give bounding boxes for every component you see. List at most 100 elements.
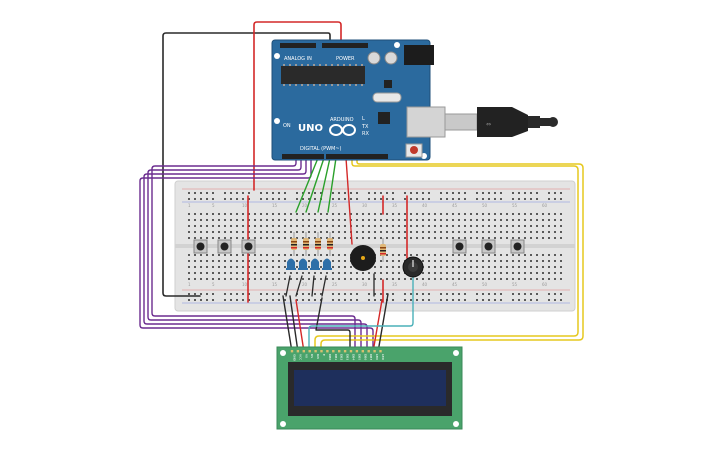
breadboard-column-number: 1 (188, 282, 191, 287)
lcd-pin-label: LED (381, 354, 385, 361)
led-3 (310, 258, 320, 270)
resistor-3 (315, 232, 321, 256)
breadboard-column-number: 5 (212, 282, 215, 287)
breadboard-column-number: 5 (212, 203, 215, 208)
wire-red-buzzer (345, 157, 353, 245)
breadboard-column-number: 60 (542, 282, 548, 287)
lcd-pin-label: DB0 (328, 354, 332, 360)
breadboard-column-number: 30 (362, 203, 368, 208)
wire-black-lcd-2 (289, 295, 299, 353)
arduino-logo-icon (329, 124, 356, 136)
l-label: L (362, 116, 365, 122)
wire-red-5v-top (253, 21, 342, 191)
lcd-pin-label: LED (375, 354, 379, 361)
lcd-pin (373, 350, 376, 353)
breadboard-column-number: 35 (392, 203, 398, 208)
wire-black-lcd-1 (282, 295, 293, 353)
lcd-pin (296, 350, 300, 353)
wire-green-1 (295, 157, 319, 213)
usb-cable: ⇔ (444, 107, 558, 137)
wire-black-bb-4 (321, 275, 327, 297)
piezo-buzzer (350, 245, 376, 271)
pushbutton-5[interactable] (481, 239, 496, 254)
lcd-pin (361, 350, 364, 353)
lcd-pin-label: RS (310, 354, 314, 358)
wire-black-bb-1 (285, 275, 291, 297)
lcd-pin (290, 350, 294, 353)
pushbutton-6[interactable] (510, 239, 525, 254)
breadboard-column-number: 55 (512, 203, 518, 208)
resistors (291, 232, 386, 262)
breadboard-column-number: 10 (242, 203, 248, 208)
lcd-pin (379, 350, 382, 353)
lcd-pin-label: DB2 (340, 354, 344, 360)
pushbutton-4[interactable] (452, 239, 467, 254)
pushbutton-1[interactable] (193, 239, 208, 254)
lcd-pin (314, 350, 317, 353)
breadboard-column-number: 15 (272, 282, 278, 287)
lcd-pin-label: RW (316, 354, 320, 359)
lcd-pin (320, 350, 323, 353)
breadboard-column-number: 30 (362, 282, 368, 287)
wire-green-3 (317, 157, 331, 213)
led-1 (286, 258, 296, 270)
wire-purple-1 (151, 157, 356, 353)
resistor-4 (327, 232, 333, 256)
lcd-pin (332, 350, 335, 353)
lcd-pin (349, 350, 353, 353)
breadboard-column-number: 45 (452, 282, 458, 287)
potentiometer[interactable] (402, 256, 424, 278)
lcd-pin-label: DB3 (346, 354, 350, 360)
breadboard-column-number: 25 (332, 282, 338, 287)
wire-green-2 (305, 157, 325, 213)
wire-black-bb-3 (311, 275, 315, 297)
breadboard-column-number: 1 (188, 203, 191, 208)
lcd-pin-label: E (322, 354, 326, 356)
wire-yellow-2 (320, 157, 584, 353)
breadboard-column-number: 20 (302, 282, 308, 287)
power-label: POWER (336, 56, 355, 62)
lcd-pin (302, 350, 305, 353)
wire-purple-3 (143, 157, 368, 353)
wire-yellow-1 (314, 157, 579, 353)
lcd-pin-label: DB4 (352, 354, 356, 360)
led-4 (322, 258, 332, 270)
lcd-pin (308, 350, 311, 353)
resistor-2 (303, 232, 309, 256)
breadboard-column-number: 40 (422, 203, 428, 208)
lcd-pin (367, 350, 370, 353)
lcd-pin (355, 350, 359, 353)
breadboard-column-number: 50 (482, 282, 488, 287)
breadboard-column-number: 10 (242, 282, 248, 287)
lcd-pin (338, 350, 341, 353)
breadboard-column-number: 20 (302, 203, 308, 208)
breadboard-column-number: 45 (452, 203, 458, 208)
wire-black-lcd-3 (315, 297, 351, 353)
breadboard-column-number: 25 (332, 203, 338, 208)
pushbuttons[interactable] (193, 239, 525, 254)
wire-black-bb-2 (295, 275, 303, 297)
on-label: ON (283, 123, 291, 129)
arduino-uno[interactable]: ANALOG IN POWER UNO ARDUINO ON L TX (271, 39, 446, 161)
pushbutton-2[interactable] (217, 239, 232, 254)
lcd-pin-label: DB6 (363, 354, 367, 360)
lcd-pin-label: V0 (304, 354, 308, 358)
wires (139, 21, 584, 353)
wire-green-4 (327, 157, 337, 213)
pushbutton-3[interactable] (241, 239, 256, 254)
breadboard-column-numbers: 1155101015152020252530303535404045455050… (188, 203, 548, 287)
breadboard-column-number: 40 (422, 282, 428, 287)
arduino-brand-label: ARDUINO (330, 117, 354, 123)
lcd-screen (294, 370, 446, 406)
lcd-pin (343, 350, 347, 353)
wire-teal-pot (308, 275, 414, 353)
resistor-5 (380, 238, 386, 262)
lcd-pin-label: GND (293, 354, 297, 362)
wire-purple-2 (147, 157, 362, 353)
analog-in-label: ANALOG IN (284, 56, 312, 62)
rx-label: RX (362, 131, 369, 137)
wire-black-gnd-top (162, 32, 331, 297)
breadboard-column-number: 35 (392, 282, 398, 287)
